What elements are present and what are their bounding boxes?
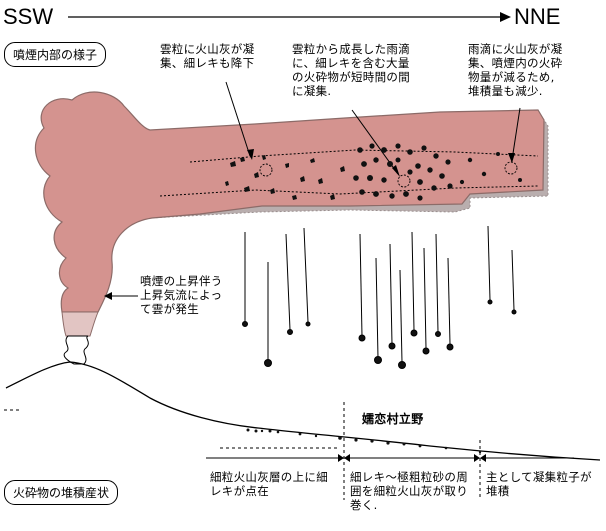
ground-deposit bbox=[246, 428, 482, 454]
particle-ring-3 bbox=[504, 161, 518, 175]
plume-base bbox=[61, 311, 99, 337]
annotation-updraft: 噴煙の上昇伴う 上昇気流によっ て雲が発生 bbox=[140, 274, 223, 316]
leader-zone2-head bbox=[392, 165, 400, 177]
leader-zone1-head bbox=[247, 149, 254, 160]
direction-nne: NNE bbox=[514, 4, 561, 29]
leader-zone3-head bbox=[508, 153, 515, 163]
deposit-left: 細粒火山灰層の上に細 レキが点在 bbox=[210, 470, 328, 498]
vent-column bbox=[63, 335, 89, 365]
particle-ring-1 bbox=[259, 163, 273, 177]
falling-particles bbox=[242, 225, 517, 369]
plume-body bbox=[34, 91, 545, 313]
location-label: 嬬恋村立野 bbox=[362, 412, 424, 426]
leader-zone1 bbox=[225, 81, 251, 157]
zone-boundary-upper bbox=[189, 149, 539, 163]
direction-ssw: SSW bbox=[3, 4, 54, 29]
direction-arrowhead bbox=[500, 12, 511, 22]
annotation-zone2: 雲粒から成長した雨滴 に、細レキを含む大量 の火砕物が短時間の間 に凝集. bbox=[292, 42, 410, 98]
deposit-right: 主として凝集粒子が 堆積 bbox=[486, 470, 592, 498]
annotation-zone3: 雨滴に火山灰が凝 集、噴煙内の火砕 物量が減るため, 堆積量も減少. bbox=[468, 42, 563, 98]
particle-ring-2 bbox=[397, 174, 411, 188]
cloud-particles bbox=[225, 143, 522, 201]
volcano-profile bbox=[5, 361, 601, 461]
leader-updraft-head bbox=[104, 292, 112, 300]
header-deposit-state: 火砕物の堆積産状 bbox=[4, 480, 119, 505]
annotation-zone1: 雲粒に火山灰が凝 集、細レキも降下 bbox=[160, 42, 255, 70]
header-plume-interior: 噴煙内部の様子 bbox=[4, 42, 107, 67]
deposit-middle: 細レキ～極粗粒砂の周 囲を細粒火山灰が取り 巻く. bbox=[350, 470, 468, 512]
leader-zone3 bbox=[511, 107, 521, 161]
zone-boundary-lower bbox=[159, 185, 539, 197]
